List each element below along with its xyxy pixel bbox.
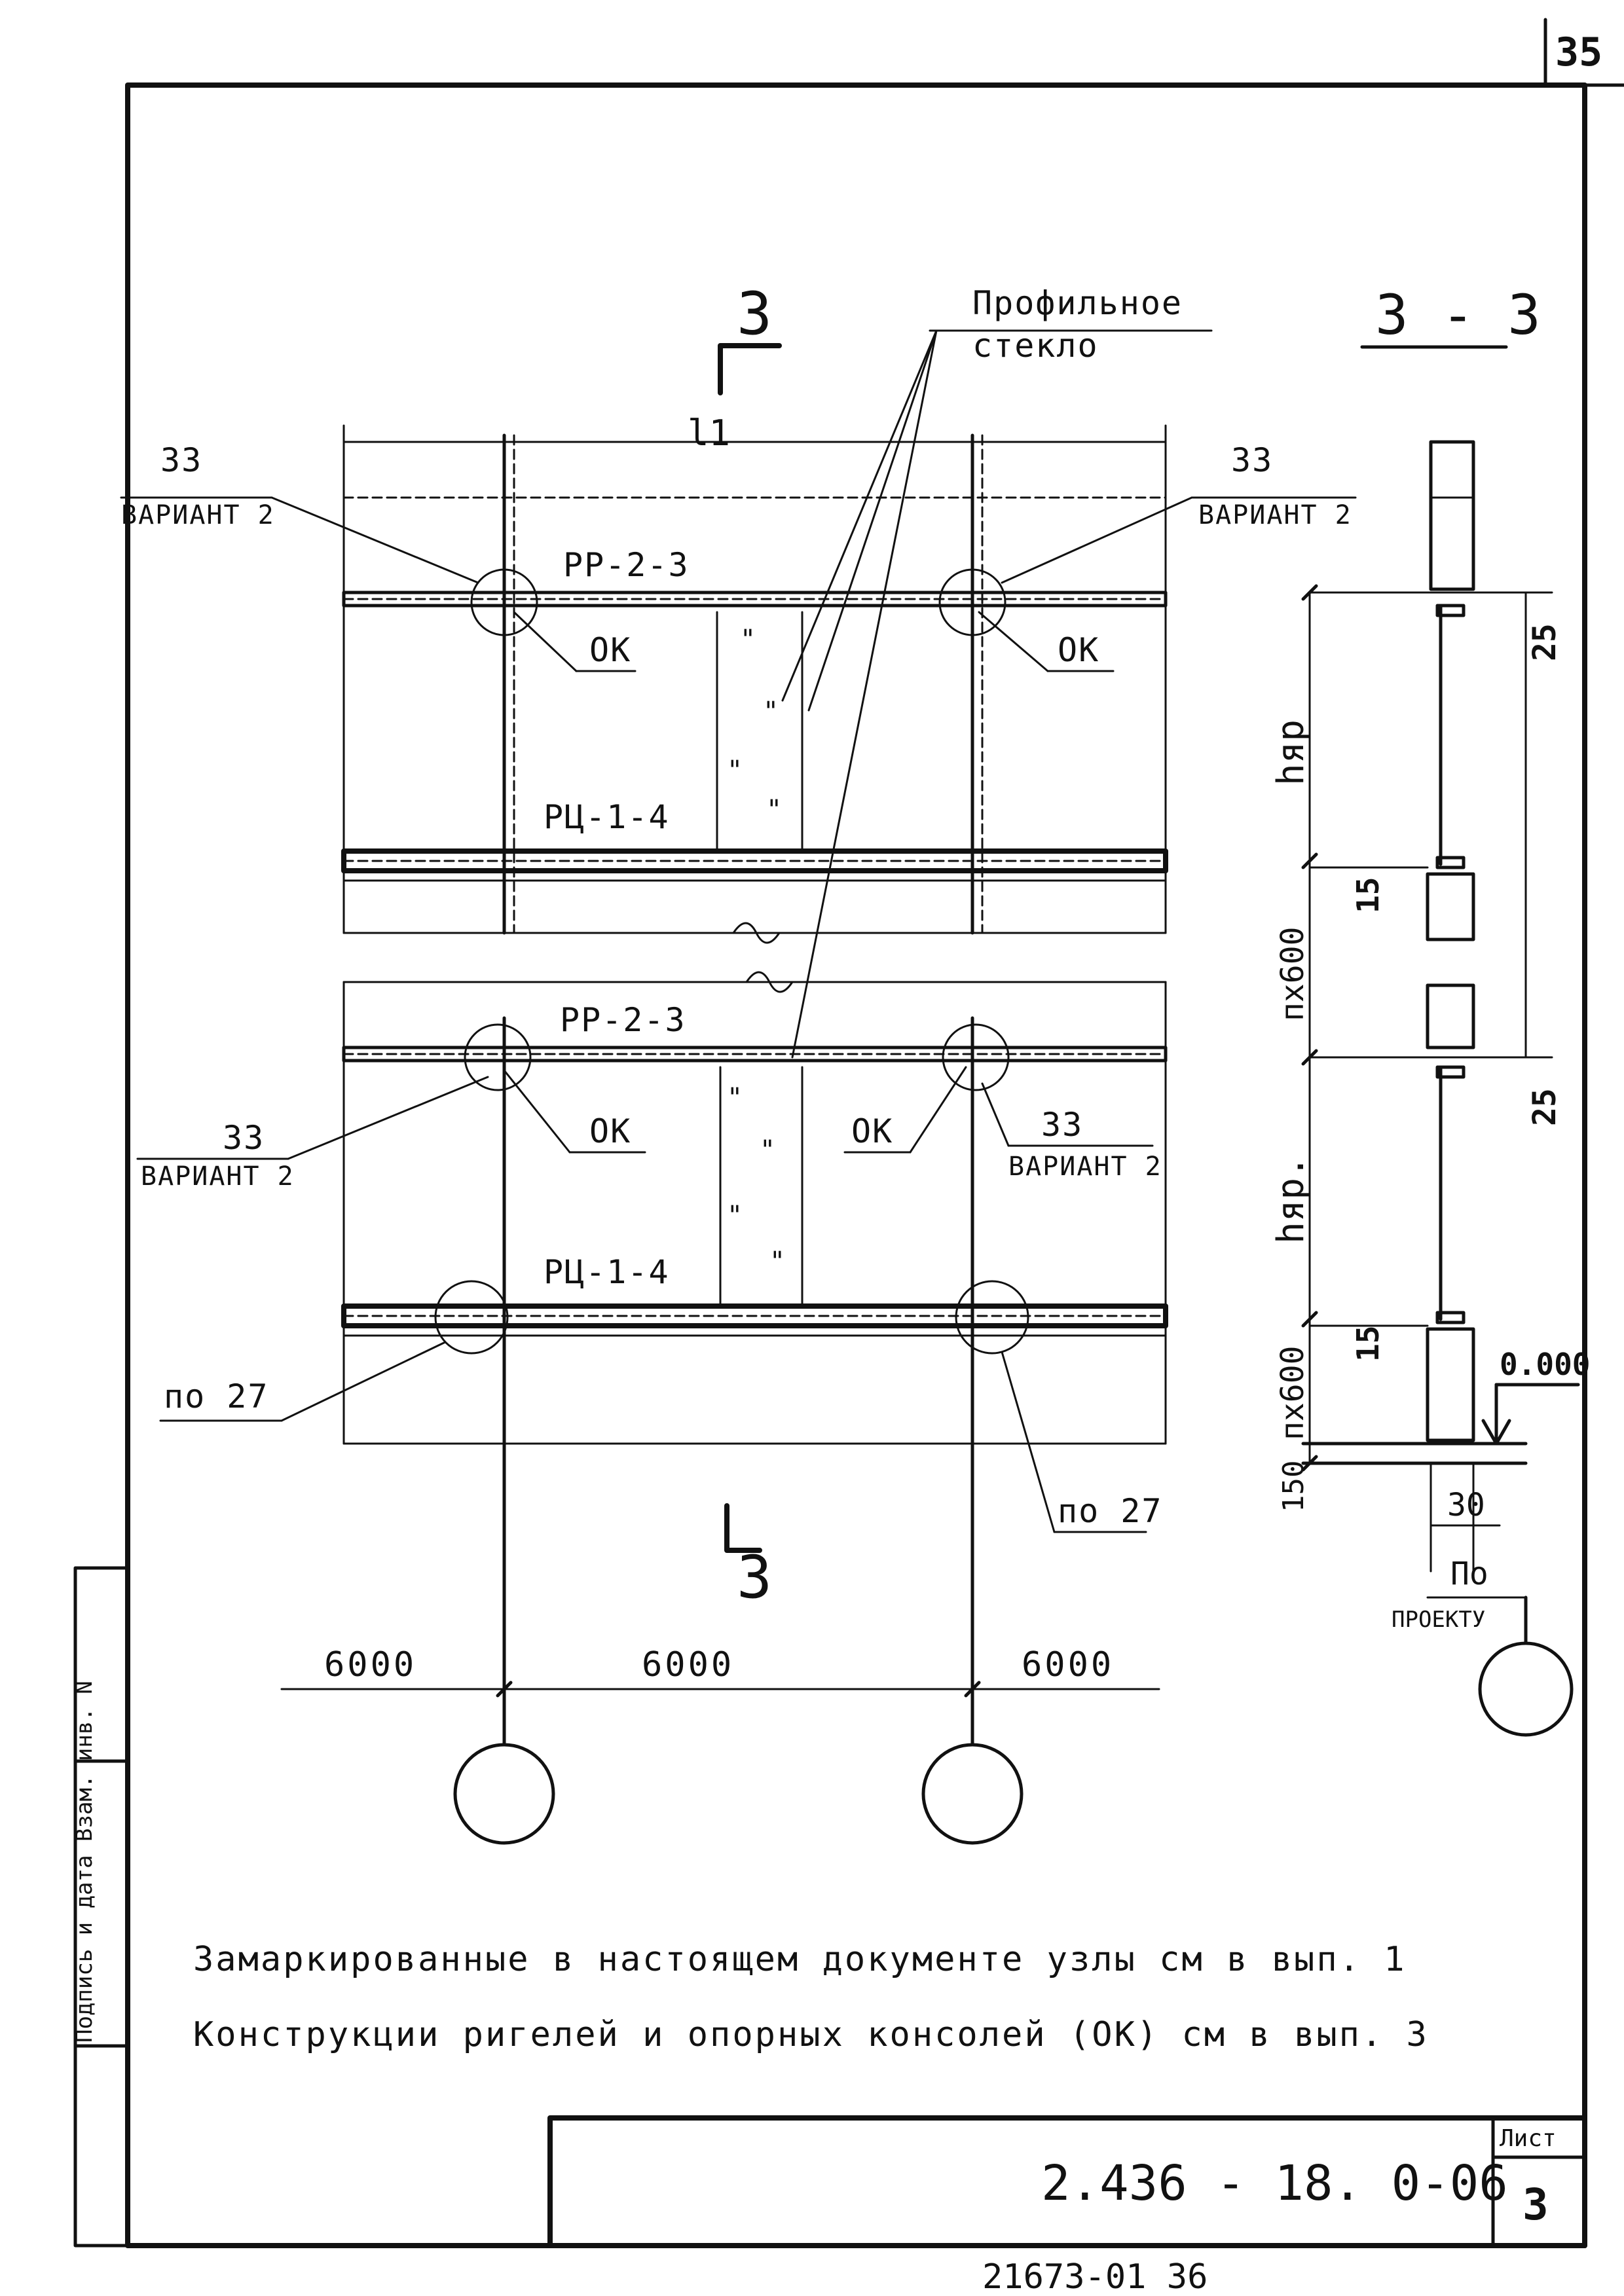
lower-node-right-variant: ВАРИАНТ 2 bbox=[1008, 1152, 1162, 1182]
side-stamp-text: Подпись и дата Взам. инв. N bbox=[71, 1681, 98, 2043]
lower-node-left-number: 33 bbox=[223, 1119, 265, 1157]
section-cut-arrow-top bbox=[718, 343, 782, 395]
drawing-border bbox=[125, 82, 1587, 2248]
archive-number: 21673-01 36 bbox=[982, 2257, 1208, 2296]
svg-text:": " bbox=[727, 1083, 744, 1113]
section-dim-15-lower: 15 bbox=[1350, 1326, 1386, 1362]
upper-node-right-circle bbox=[938, 568, 1006, 636]
glass-label-1: Профильное bbox=[972, 284, 1183, 322]
section-dim-30: 30 bbox=[1447, 1487, 1485, 1523]
drawing-code: 2.436 - 18. 0-06 bbox=[1041, 2155, 1508, 2212]
section-level: 0.000 bbox=[1500, 1347, 1590, 1382]
sheet-label: Лист bbox=[1500, 2125, 1557, 2152]
upper-node-right-variant: ВАРИАНТ 2 bbox=[1198, 500, 1352, 530]
section-title: 3 - 3 bbox=[1375, 283, 1541, 347]
lower-base-right-label: по 27 bbox=[1058, 1492, 1163, 1530]
lower-node-right-circle bbox=[942, 1023, 1010, 1091]
svg-text:": " bbox=[727, 1201, 744, 1231]
note-line-2: Конструкции ригелей и опорных консолей (… bbox=[193, 2015, 1429, 2054]
lower-base-left-circle bbox=[434, 1280, 509, 1355]
svg-text:": " bbox=[763, 697, 780, 727]
section-h-upper: hяр bbox=[1270, 720, 1312, 786]
upper-bracket-right-label: ОК bbox=[1058, 631, 1099, 669]
section-module-lower: пх600 bbox=[1274, 1346, 1311, 1441]
span-1: 6000 bbox=[324, 1645, 416, 1685]
upper-bracket-left-label: ОК bbox=[589, 631, 631, 669]
lower-beam-bottom-label: РЦ-1-4 bbox=[544, 1253, 670, 1291]
sheet-number: 3 bbox=[1522, 2179, 1549, 2230]
svg-text:": " bbox=[740, 625, 757, 655]
upper-node-right-number: 33 bbox=[1231, 441, 1273, 479]
svg-text:": " bbox=[760, 1135, 777, 1165]
upper-node-left-circle bbox=[470, 568, 538, 636]
side-stamp-strip bbox=[73, 1566, 130, 2248]
glass-leader-2 bbox=[807, 329, 938, 712]
axis-bubble-right bbox=[921, 1743, 1024, 1845]
lower-node-left-circle bbox=[464, 1023, 532, 1091]
lower-bracket-right-label: ОК bbox=[851, 1112, 893, 1150]
upper-node-left-variant: ВАРИАНТ 2 bbox=[121, 500, 275, 530]
upper-beam-top-label: РР-2-3 bbox=[563, 546, 690, 584]
section-cut-mark-top: 3 bbox=[737, 280, 772, 348]
upper-tier-elevation: l1 РР-2-3 " " " " РЦ-1-4 33 ВАРИАНТ 2 bbox=[120, 412, 1357, 944]
section-cut-mark-bottom: 3 bbox=[737, 1543, 772, 1612]
section-3-3: 3 - 3 hяр hяр. пх600 bbox=[1270, 283, 1590, 1737]
svg-text:": " bbox=[766, 795, 783, 825]
upper-span-mark: l1 bbox=[688, 412, 730, 454]
span-3: 6000 bbox=[1022, 1645, 1114, 1685]
note-line-1: Замаркированные в настоящем документе уз… bbox=[193, 1940, 1407, 1979]
section-module-upper: пх600 bbox=[1274, 927, 1311, 1022]
section-dim-150: 150 bbox=[1277, 1461, 1310, 1512]
page-number: 35 bbox=[1555, 29, 1602, 75]
glass-label-2: стекло bbox=[972, 327, 1099, 365]
glass-leader-3 bbox=[791, 329, 938, 1059]
section-dim-15-upper: 15 bbox=[1350, 877, 1386, 913]
lower-base-left-label: по 27 bbox=[164, 1377, 269, 1415]
section-dim-25-upper: 25 bbox=[1526, 623, 1563, 661]
lower-beam-top-label: РР-2-3 bbox=[560, 1001, 686, 1039]
title-block bbox=[547, 2115, 1587, 2248]
section-by-project-2: ПРОЕКТУ bbox=[1392, 1607, 1485, 1633]
section-h-lower: hяр. bbox=[1270, 1156, 1312, 1244]
lower-bracket-left-label: ОК bbox=[589, 1112, 631, 1150]
upper-beam-bottom-label: РЦ-1-4 bbox=[544, 798, 670, 836]
section-axis-bubble bbox=[1478, 1641, 1574, 1737]
upper-node-left-number: 33 bbox=[160, 441, 202, 479]
lower-base-right-circle bbox=[955, 1280, 1029, 1355]
section-dim-25-lower: 25 bbox=[1526, 1088, 1563, 1126]
svg-text:": " bbox=[727, 756, 744, 786]
span-2: 6000 bbox=[642, 1645, 734, 1685]
section-by-project-1: По bbox=[1450, 1556, 1488, 1592]
section-cut-arrow-bottom bbox=[724, 1503, 762, 1553]
lower-tier-elevation: РР-2-3 " " " " РЦ-1-4 33 ВАРИАНТ 2 33 ВА… bbox=[136, 971, 1168, 1747]
lower-node-right-number: 33 bbox=[1041, 1106, 1083, 1144]
lower-node-left-variant: ВАРИАНТ 2 bbox=[141, 1161, 295, 1192]
axis-bubble-left bbox=[453, 1743, 555, 1845]
svg-text:": " bbox=[769, 1247, 786, 1277]
glass-leader-1 bbox=[781, 329, 938, 702]
